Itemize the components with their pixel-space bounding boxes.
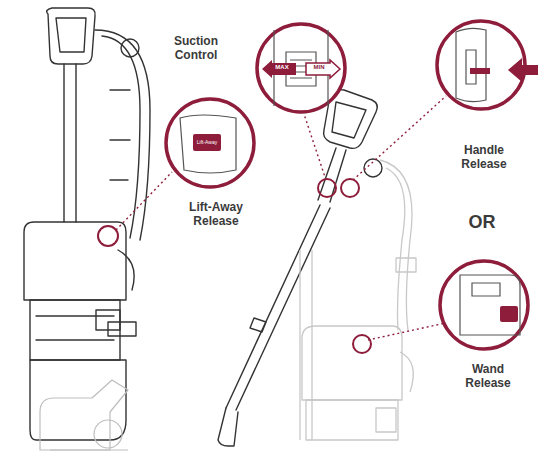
button-text: Lift-Away	[193, 139, 221, 145]
part-label: Suction Control	[161, 34, 231, 63]
part-label: Wand Release	[453, 362, 523, 391]
part-label: Handle Release	[449, 143, 519, 172]
button-text: MAX	[270, 64, 294, 71]
or-label: OR	[457, 212, 507, 234]
part-label: Lift-Away Release	[171, 200, 261, 229]
button-text: MIN	[307, 64, 331, 71]
